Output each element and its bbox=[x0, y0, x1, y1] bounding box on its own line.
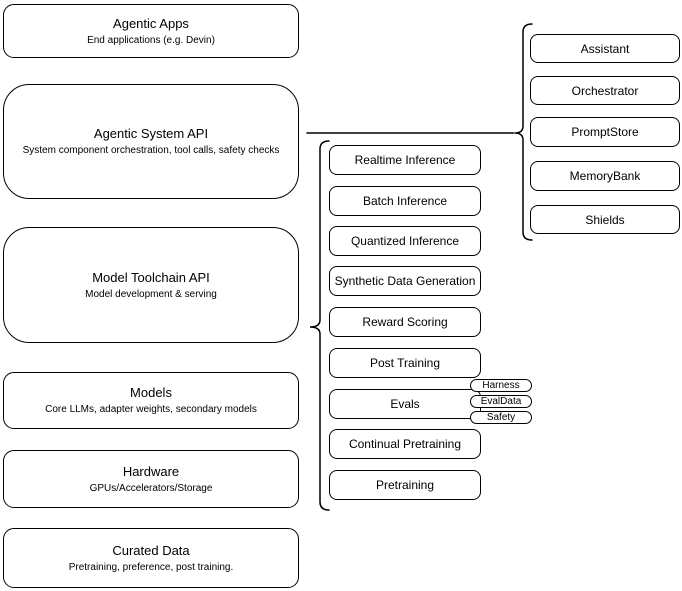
box-label: Batch Inference bbox=[362, 194, 448, 208]
post-training-box: Post Training bbox=[329, 348, 481, 378]
box-label: Pretraining bbox=[375, 478, 435, 492]
box-subtitle: Core LLMs, adapter weights, secondary mo… bbox=[45, 404, 257, 415]
box-label: Orchestrator bbox=[571, 83, 639, 98]
box-label: Reward Scoring bbox=[362, 315, 448, 329]
box-title: Model Toolchain API bbox=[92, 269, 210, 285]
box-title: Hardware bbox=[122, 463, 180, 479]
box-label: Shields bbox=[585, 212, 625, 227]
box-label: Assistant bbox=[580, 41, 630, 56]
box-subtitle: GPUs/Accelerators/Storage bbox=[89, 482, 213, 494]
box-title: Agentic Apps bbox=[113, 15, 189, 31]
model-toolchain-api-box: Model Toolchain API Model development & … bbox=[3, 227, 299, 343]
batch-inference-box: Batch Inference bbox=[329, 186, 481, 216]
agentic-system-api-box: Agentic System API System component orch… bbox=[3, 84, 299, 199]
box-label: Evals bbox=[390, 397, 420, 411]
synthetic-data-generation-box: Synthetic Data Generation bbox=[329, 266, 481, 296]
box-title: Models bbox=[130, 385, 172, 400]
continual-pretraining-box: Continual Pretraining bbox=[329, 429, 481, 459]
reward-scoring-box: Reward Scoring bbox=[329, 307, 481, 337]
evals-safety-pill: Safety bbox=[470, 411, 532, 424]
curated-data-box: Curated Data Pretraining, preference, po… bbox=[3, 528, 299, 588]
box-label: MemoryBank bbox=[569, 169, 641, 183]
promptstore-box: PromptStore bbox=[530, 117, 680, 147]
pill-label: Safety bbox=[486, 412, 516, 423]
box-label: PromptStore bbox=[571, 125, 639, 139]
memorybank-box: MemoryBank bbox=[530, 161, 680, 191]
box-subtitle: System component orchestration, tool cal… bbox=[22, 145, 280, 156]
evals-evaldata-pill: EvalData bbox=[470, 395, 532, 408]
box-label: Realtime Inference bbox=[354, 153, 456, 167]
box-label: Synthetic Data Generation bbox=[334, 274, 476, 288]
box-label: Quantized Inference bbox=[350, 234, 460, 248]
box-subtitle: Pretraining, preference, post training. bbox=[68, 561, 234, 573]
agentic-apps-box: Agentic Apps End applications (e.g. Devi… bbox=[3, 4, 299, 58]
shields-box: Shields bbox=[530, 205, 680, 234]
box-label: Post Training bbox=[369, 356, 441, 370]
assistant-box: Assistant bbox=[530, 34, 680, 63]
toolchain-brace bbox=[309, 140, 330, 511]
box-title: Agentic System API bbox=[93, 126, 209, 141]
pretraining-box: Pretraining bbox=[329, 470, 481, 500]
evals-harness-pill: Harness bbox=[470, 379, 532, 392]
box-subtitle: Model development & serving bbox=[85, 288, 217, 300]
pill-label: EvalData bbox=[480, 396, 522, 407]
models-box: Models Core LLMs, adapter weights, secon… bbox=[3, 372, 299, 429]
orchestrator-box: Orchestrator bbox=[530, 76, 680, 105]
box-title: Curated Data bbox=[112, 542, 190, 558]
quantized-inference-box: Quantized Inference bbox=[329, 226, 481, 256]
evals-box: Evals bbox=[329, 389, 481, 419]
pill-label: Harness bbox=[482, 380, 520, 391]
box-label: Continual Pretraining bbox=[348, 437, 462, 451]
hardware-box: Hardware GPUs/Accelerators/Storage bbox=[3, 450, 299, 508]
box-subtitle: End applications (e.g. Devin) bbox=[87, 34, 215, 46]
realtime-inference-box: Realtime Inference bbox=[329, 145, 481, 175]
